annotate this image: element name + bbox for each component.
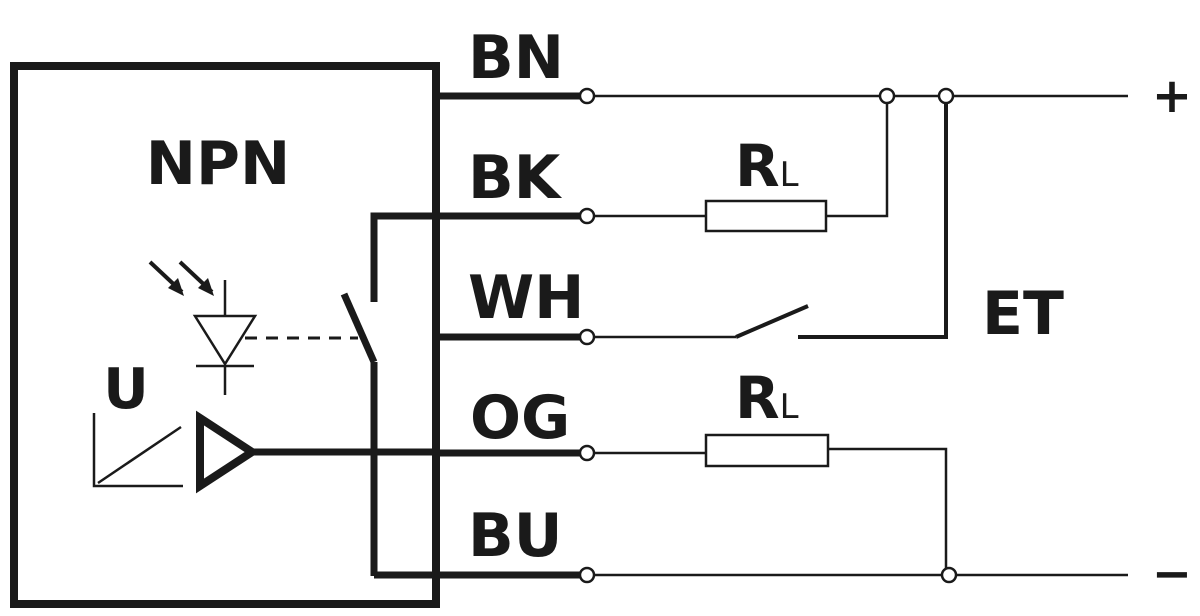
terminal-og[interactable] — [578, 444, 596, 462]
wire-label-bk: BK — [468, 143, 563, 213]
terminal-bk[interactable] — [578, 207, 596, 225]
sensor-type-label: NPN — [146, 129, 290, 199]
load-resistor-bk — [704, 199, 828, 233]
load-resistor-og-label: RL — [735, 364, 799, 432]
wire-stubs — [436, 92, 580, 579]
wire-label-og: OG — [470, 383, 570, 453]
external-test-switch-icon[interactable] — [735, 304, 809, 339]
analog-ramp-icon — [92, 413, 183, 488]
wire-label-bn: BN — [468, 23, 564, 93]
load-resistor-bk-label: RL — [735, 132, 799, 200]
load-resistor-og — [704, 433, 830, 468]
external-wiring — [594, 94, 1128, 577]
internal-switch-icon — [340, 212, 436, 576]
terminal-bn[interactable] — [578, 87, 596, 105]
junction-bk-load — [878, 87, 896, 105]
terminal-wh[interactable] — [578, 328, 596, 346]
wire-label-bu: BU — [468, 501, 562, 571]
photodiode-icon — [148, 260, 258, 395]
voltage-output-label: U — [103, 357, 148, 422]
amplifier-icon — [196, 410, 260, 494]
junction-et — [937, 87, 955, 105]
supply-negative-label: − — [1152, 546, 1192, 602]
external-test-label: ET — [982, 279, 1064, 349]
wire-label-wh: WH — [468, 263, 584, 333]
junction-og-load — [940, 566, 958, 584]
supply-positive-label: + — [1152, 68, 1192, 124]
terminals — [578, 87, 958, 584]
terminal-bu[interactable] — [578, 566, 596, 584]
